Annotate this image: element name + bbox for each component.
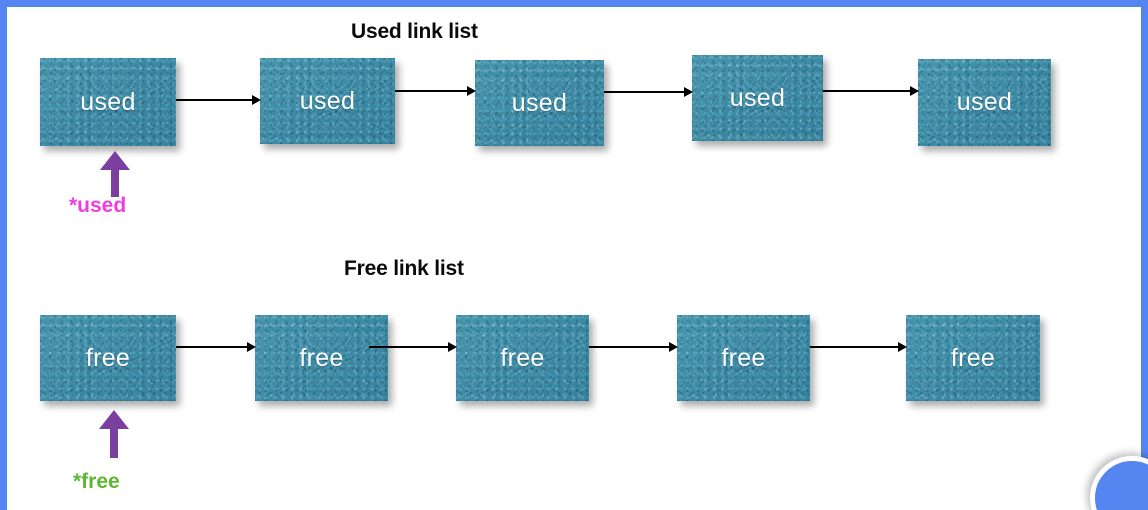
- arrow-head: [448, 342, 457, 352]
- arrow-shaft: [604, 91, 685, 93]
- free-node-4-label: free: [721, 343, 766, 372]
- free-node-1[interactable]: free: [40, 315, 176, 401]
- slide-frame-right: [1141, 0, 1148, 510]
- used-node-3[interactable]: used: [475, 60, 604, 146]
- slide-frame-top: [0, 0, 1148, 7]
- free-pointer-label: *free: [73, 470, 120, 493]
- free-node-3-label: free: [500, 343, 545, 372]
- free-link-arrow-1-2: [176, 342, 256, 352]
- used-node-5-label: used: [956, 88, 1013, 116]
- slide-content: Used link list used used used used used: [7, 7, 1141, 510]
- free-link-arrow-3-4: [589, 342, 678, 352]
- arrow-shaft: [589, 346, 670, 348]
- arrow-shaft: [369, 346, 449, 348]
- arrow-head: [669, 342, 678, 352]
- arrow-shaft: [810, 346, 899, 348]
- used-node-4-label: used: [729, 83, 786, 112]
- free-node-3[interactable]: free: [456, 315, 589, 401]
- used-link-arrow-3-4: [604, 87, 693, 97]
- free-node-5-label: free: [950, 343, 996, 372]
- free-node-2-label: free: [299, 343, 344, 372]
- arrow-head: [247, 342, 256, 352]
- arrow-shaft: [110, 428, 118, 458]
- used-link-arrow-2-3: [395, 86, 476, 96]
- used-node-3-label: used: [511, 88, 568, 117]
- free-list-heading: Free link list: [344, 257, 464, 280]
- arrow-head: [252, 95, 261, 105]
- used-list-heading: Used link list: [351, 20, 478, 43]
- free-node-2[interactable]: free: [255, 315, 388, 401]
- used-node-1[interactable]: used: [40, 58, 176, 146]
- arrow-head: [898, 342, 907, 352]
- arrow-head: [684, 87, 693, 97]
- arrow-head: [99, 410, 129, 429]
- arrow-shaft: [176, 99, 253, 101]
- arrow-shaft: [395, 90, 468, 92]
- used-node-1-label: used: [80, 87, 136, 116]
- free-link-arrow-2-3: [369, 342, 457, 352]
- free-link-arrow-4-5: [810, 342, 907, 352]
- used-node-4[interactable]: used: [692, 55, 823, 141]
- used-node-2-label: used: [299, 86, 356, 115]
- free-node-1-label: free: [85, 343, 131, 372]
- arrow-head: [100, 151, 130, 170]
- used-node-2[interactable]: used: [260, 58, 395, 144]
- arrow-shaft: [823, 90, 911, 92]
- arrow-head: [910, 86, 919, 96]
- used-link-arrow-4-5: [823, 86, 919, 96]
- free-node-4[interactable]: free: [677, 315, 810, 401]
- arrow-head: [467, 86, 476, 96]
- used-link-arrow-1-2: [176, 95, 261, 105]
- free-node-5[interactable]: free: [906, 315, 1040, 401]
- used-pointer-label: *used: [69, 194, 127, 217]
- used-node-5[interactable]: used: [918, 59, 1051, 146]
- slide-frame-left: [0, 0, 7, 510]
- arrow-shaft: [111, 169, 119, 197]
- arrow-shaft: [176, 346, 248, 348]
